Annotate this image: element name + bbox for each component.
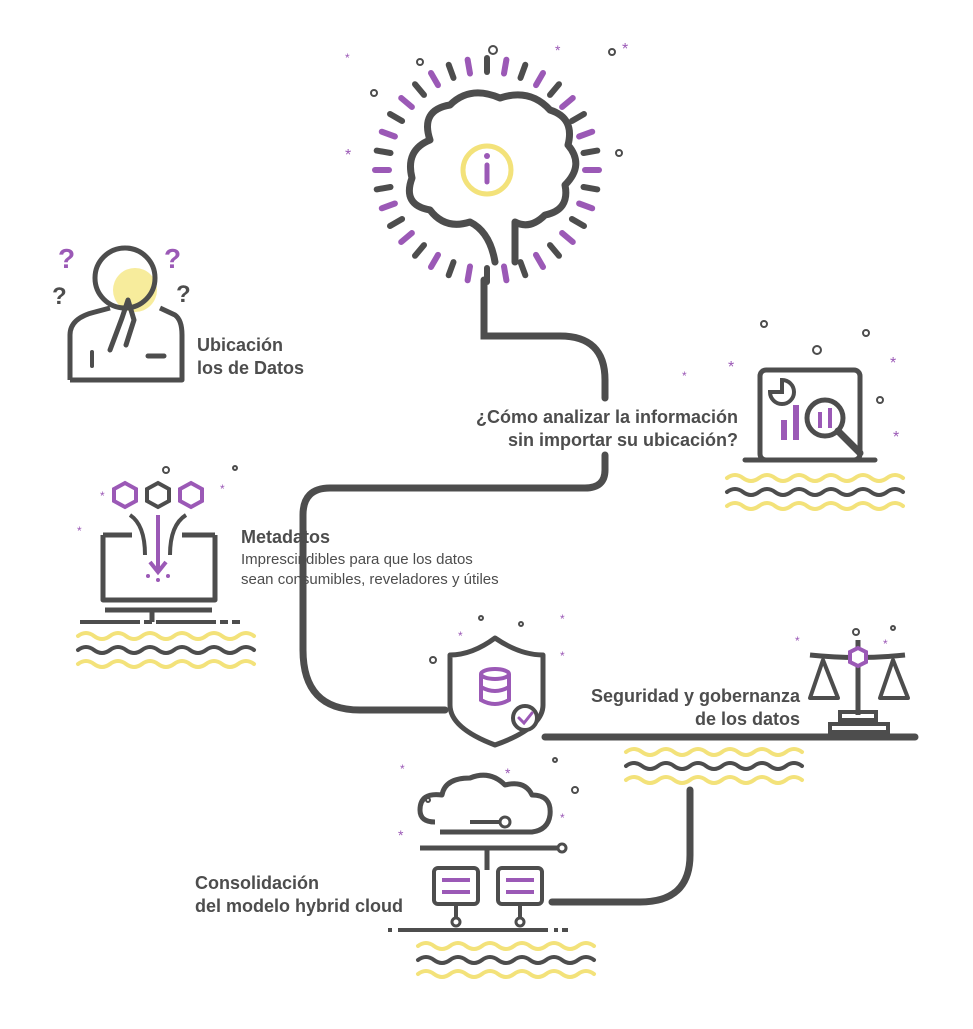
ubicacion-line2: los de Datos [197, 358, 305, 378]
svg-text:*: * [77, 524, 82, 538]
svg-text:*: * [100, 489, 105, 503]
label-metadatos-title: Metadatos [241, 527, 331, 547]
waves-security [624, 747, 804, 785]
brain-ray [398, 230, 415, 245]
metadatos-desc1: Imprescindibles para que los datos [241, 551, 473, 568]
brain-ray [580, 147, 601, 156]
brain-ray [387, 111, 406, 124]
ubicacion-line1: Ubicación [197, 335, 284, 355]
label-ubicacion: Ubicación los de Datos [197, 334, 304, 380]
brain-ray [398, 95, 415, 110]
brain-ray [387, 216, 406, 229]
label-seguridad: Seguridad y gobernanza de los datos [560, 685, 800, 731]
svg-text:*: * [622, 41, 628, 58]
brain-ray [533, 70, 546, 89]
svg-text:*: * [345, 147, 351, 164]
brain-ray [559, 95, 576, 110]
brain-ray [464, 56, 473, 77]
consolidacion-line1: Consolidación [195, 873, 320, 893]
analizar-line2: sin importar su ubicación? [507, 430, 738, 450]
cloud-servers-icon: * * * * [388, 757, 580, 932]
brain-ray [568, 216, 587, 229]
shield-database-icon: * * * [429, 612, 565, 748]
brain-info-icon: * * * * [345, 41, 628, 285]
waves-analytics [725, 473, 905, 511]
svg-text:*: * [345, 51, 350, 65]
brain-ray [559, 230, 576, 245]
brain-ray [533, 251, 546, 270]
svg-text:*: * [890, 355, 896, 372]
svg-text:*: * [555, 42, 561, 58]
monitor-data-flow-icon: * * * [77, 465, 240, 624]
svg-text:*: * [400, 762, 405, 776]
brain-ray [428, 70, 441, 89]
seguridad-line2: de los datos [694, 709, 800, 729]
brain-ray [373, 184, 394, 193]
brain-ray [517, 61, 529, 81]
svg-text:*: * [398, 827, 404, 843]
waves-metadata [76, 631, 256, 669]
brain-ray [501, 263, 510, 284]
brain-ray [373, 147, 394, 156]
svg-text:*: * [505, 765, 511, 781]
brain-ray [547, 81, 562, 98]
svg-text:?: ? [58, 243, 75, 274]
brain-ray [576, 128, 596, 140]
seguridad-line1: Seguridad y gobernanza [590, 686, 800, 706]
svg-text:*: * [560, 649, 565, 663]
scale-balance-icon: * * [795, 625, 910, 734]
svg-text:*: * [728, 359, 734, 376]
consolidacion-line2: del modelo hybrid cloud [195, 896, 404, 916]
brain-ray [568, 111, 587, 124]
waves-cloud [416, 941, 596, 979]
label-consolidacion: Consolidación del modelo hybrid cloud [195, 872, 403, 918]
svg-text:*: * [893, 429, 899, 446]
metadatos-desc2: sean consumibles, reveladores y útiles [241, 571, 499, 588]
confused-person-icon: ? ? ? ? [52, 243, 191, 383]
brain-ray [378, 128, 398, 140]
brain-ray [412, 242, 427, 259]
brain-ray [464, 263, 473, 284]
svg-text:?: ? [176, 281, 191, 308]
svg-text:?: ? [52, 283, 67, 310]
laptop-analytics-icon: * * * * [682, 320, 899, 463]
brain-ray [580, 184, 601, 193]
svg-text:*: * [560, 612, 565, 626]
brain-ray [517, 259, 529, 279]
brain-ray [501, 56, 510, 77]
brain-ray [445, 61, 457, 81]
brain-ray [547, 242, 562, 259]
brain-ray [428, 251, 441, 270]
svg-text:*: * [795, 634, 800, 648]
brain-ray [445, 259, 457, 279]
svg-text:*: * [682, 369, 687, 383]
label-analizar: ¿Cómo analizar la información sin import… [430, 406, 738, 452]
analizar-line1: ¿Cómo analizar la información [475, 407, 738, 427]
svg-text:*: * [458, 629, 463, 643]
svg-text:*: * [883, 637, 888, 651]
connector-path [299, 276, 919, 906]
brain-ray [378, 200, 398, 212]
brain-ray [576, 200, 596, 212]
svg-text:?: ? [164, 243, 181, 274]
brain-ray [412, 81, 427, 98]
svg-text:*: * [220, 482, 225, 496]
label-metadatos-desc: Imprescindibles para que los datos sean … [241, 550, 499, 590]
svg-text:*: * [560, 811, 565, 825]
